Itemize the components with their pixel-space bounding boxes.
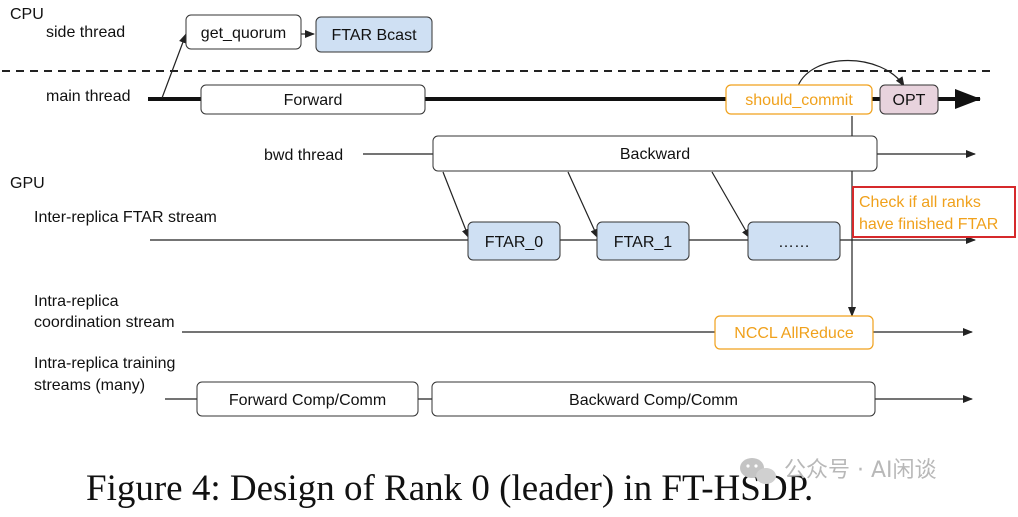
- get-quorum-box: get_quorum: [185, 14, 302, 50]
- ftar-1-label: FTAR_1: [614, 234, 672, 251]
- ftar-bcast-label: FTAR Bcast: [331, 27, 417, 44]
- check-annotation: Check if all ranks have finished FTAR: [852, 186, 1016, 238]
- opt-label: OPT: [893, 92, 926, 109]
- section-label-cpu: CPU: [10, 6, 44, 23]
- backward-comp-box: Backward Comp/Comm: [431, 381, 876, 417]
- watermark: 公众号 · AI闲谈: [740, 458, 937, 484]
- check-annotation-line2: have finished FTAR: [859, 216, 998, 233]
- get-quorum-label: get_quorum: [201, 25, 286, 42]
- figure-caption: Figure 4: Design of Rank 0 (leader) in F…: [86, 468, 813, 509]
- bwd-to-ftar0-arrow: [442, 171, 470, 239]
- forward-comp-label: Forward Comp/Comm: [229, 392, 386, 409]
- opt-box: OPT: [879, 84, 939, 115]
- inter-ftar-stream-label: Inter-replica FTAR stream: [34, 209, 217, 226]
- ftar-more-box: ……: [747, 221, 841, 261]
- main-thread-label: main thread: [46, 88, 131, 105]
- intra-coord-stream-label-2: coordination stream: [34, 314, 175, 331]
- forward-box: Forward: [200, 84, 426, 115]
- backward-label: Backward: [620, 146, 690, 163]
- intra-train-stream-label-2: streams (many): [34, 377, 145, 394]
- side-thread-label: side thread: [46, 24, 125, 41]
- check-annotation-line1: Check if all ranks: [859, 194, 981, 211]
- should-commit-label: should_commit: [745, 92, 853, 109]
- ftar-0-label: FTAR_0: [485, 234, 543, 251]
- bwd-to-ftarmore-arrow: [711, 171, 751, 239]
- intra-train-stream-label-1: Intra-replica training: [34, 355, 175, 372]
- ftar-bcast-box: FTAR Bcast: [315, 16, 433, 53]
- intra-coord-stream-label-1: Intra-replica: [34, 293, 119, 310]
- section-label-gpu: GPU: [10, 175, 45, 192]
- side-thread-arrow: [161, 33, 187, 99]
- backward-box: Backward: [432, 135, 878, 172]
- commit-curve-arrow: [797, 60, 905, 87]
- wechat-icon: [740, 458, 776, 484]
- ftar-0-box: FTAR_0: [467, 221, 561, 261]
- forward-comp-box: Forward Comp/Comm: [196, 381, 419, 417]
- ftar-more-label: ……: [778, 234, 810, 251]
- backward-comp-label: Backward Comp/Comm: [569, 392, 738, 409]
- nccl-allreduce-box: NCCL AllReduce: [714, 315, 874, 350]
- should-commit-box: should_commit: [725, 84, 873, 115]
- ftar-1-box: FTAR_1: [596, 221, 690, 261]
- bwd-thread-label: bwd thread: [264, 147, 343, 164]
- watermark-text: 公众号 · AI闲谈: [784, 458, 937, 483]
- forward-label: Forward: [284, 92, 343, 109]
- bwd-to-ftar1-arrow: [567, 171, 599, 239]
- nccl-allreduce-label: NCCL AllReduce: [734, 325, 854, 342]
